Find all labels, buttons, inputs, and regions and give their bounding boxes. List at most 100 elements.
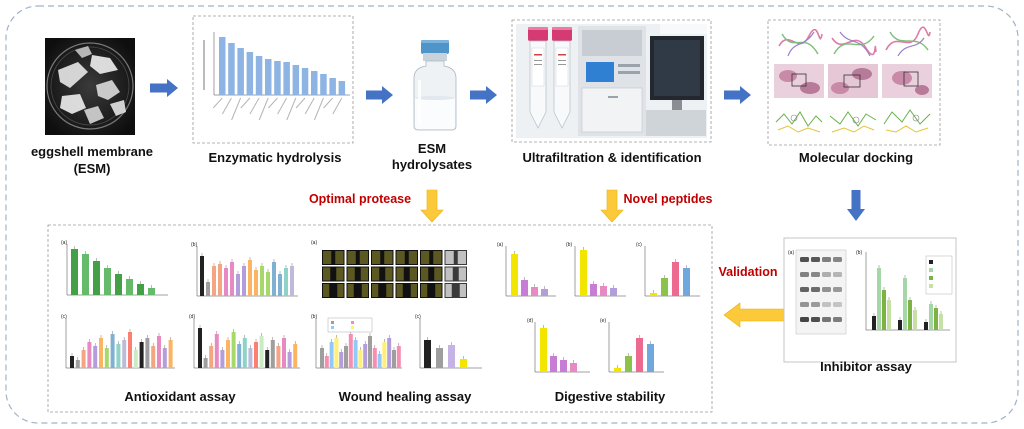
blot-band <box>822 257 831 262</box>
wound-image-edge <box>409 267 417 281</box>
hydrolysates-label-line1: ESM <box>417 141 447 156</box>
panel-letter: (b) <box>566 242 572 248</box>
wound-image-edge <box>396 251 405 264</box>
mini-bar <box>329 78 336 95</box>
molecular-docking-label: Molecular docking <box>798 150 914 165</box>
digestive-chart-e <box>608 322 664 373</box>
mini-bar <box>872 316 876 330</box>
docking-structure-2 <box>831 31 877 57</box>
arrow-down-icon <box>420 189 444 223</box>
tick-label-mark <box>295 97 306 109</box>
hydrolysis-chart-frame <box>192 15 354 144</box>
mini-bar <box>242 266 246 296</box>
mini-bar <box>882 290 886 330</box>
mini-legend <box>327 317 373 333</box>
mini-bar <box>168 340 173 368</box>
ultrafiltration-photo <box>516 24 707 138</box>
mini-bar <box>278 274 282 296</box>
mini-bar <box>610 288 617 296</box>
tick-label-mark <box>323 97 333 109</box>
hydrolysate-vial <box>413 40 457 131</box>
wound-image-edge <box>385 267 393 281</box>
mini-bar <box>560 360 567 372</box>
eggshell-membrane-photo <box>45 38 135 135</box>
panel-letter: (a) <box>61 240 67 246</box>
mini-bar <box>329 342 334 368</box>
mini-bar <box>145 338 150 368</box>
outer-frame <box>5 5 1019 424</box>
blot-band <box>833 257 842 262</box>
mini-bar <box>75 360 80 368</box>
blot-band <box>811 287 820 292</box>
tick-label-mark <box>332 97 343 115</box>
mini-bar <box>436 348 443 368</box>
digestive-chart-d <box>534 322 590 373</box>
docking-surface-3 <box>882 64 932 98</box>
mini-bar <box>424 340 431 368</box>
inhibitor-chart-b <box>865 252 950 331</box>
tick-label-mark <box>304 97 315 115</box>
wound-image-edge <box>372 267 380 281</box>
blot-band <box>822 302 831 307</box>
mini-bar <box>219 37 226 95</box>
wound-image-edge <box>386 284 393 297</box>
arrow-down-icon <box>600 189 624 223</box>
blot-band <box>833 317 842 322</box>
mini-bar <box>541 289 548 296</box>
panel-letter: (b) <box>191 242 197 248</box>
blot-band <box>800 302 809 307</box>
blot-band <box>822 272 831 277</box>
antioxidant-chart-c <box>65 318 175 369</box>
mini-bar <box>293 344 298 368</box>
digestive-chart-a <box>505 246 556 297</box>
tick-label-mark <box>277 97 288 115</box>
tick-label-mark <box>212 97 223 109</box>
mini-bar <box>625 356 632 372</box>
mini-bar <box>237 344 242 368</box>
wound-image-edge <box>459 284 466 297</box>
mini-bar <box>99 338 103 368</box>
mini-legend-swatch <box>351 326 354 329</box>
mini-bar <box>224 268 228 296</box>
mini-bar <box>236 274 240 296</box>
mini-bar <box>580 250 587 296</box>
panel-letter: (a) <box>311 240 317 246</box>
wound-image-edge <box>421 284 428 297</box>
mini-bar <box>265 59 272 95</box>
mini-bar <box>81 350 86 368</box>
wound-image-edge <box>323 284 330 297</box>
mini-bar <box>272 262 276 296</box>
mini-bar <box>162 348 167 368</box>
wound-image-edge <box>434 267 442 281</box>
mini-bar <box>248 348 253 368</box>
mini-bar <box>226 340 230 368</box>
arrow-left-icon <box>723 302 789 328</box>
panel-letter: (a) <box>788 250 794 256</box>
mini-bar <box>320 348 324 368</box>
panel-letter: (b) <box>856 250 862 256</box>
docking-structure-3 <box>885 26 931 57</box>
digestive-stability-label: Digestive stability <box>554 389 666 404</box>
optimal-protease-label: Optimal protease <box>308 192 412 206</box>
tick-label-mark <box>313 97 324 121</box>
mini-bar <box>387 338 392 368</box>
mini-legend-swatch <box>331 321 334 324</box>
mini-bar <box>392 350 396 368</box>
mini-bar <box>363 344 368 368</box>
mini-bar <box>104 268 111 295</box>
mini-bar <box>93 261 100 295</box>
mini-bar <box>137 284 144 295</box>
novel-peptides-label: Novel peptides <box>623 192 713 206</box>
hydrolysates-label: ESM hydrolysates <box>382 141 482 173</box>
mini-legend-swatch <box>331 326 334 329</box>
mini-bar <box>396 346 401 368</box>
panel-letter: (b) <box>311 314 317 320</box>
tick-label-mark <box>268 97 278 109</box>
mini-bar <box>209 346 214 368</box>
mini-bar <box>115 274 122 295</box>
hydrolysates-label-line2: hydrolysates <box>391 157 473 172</box>
wound-healing-assay-label: Wound healing assay <box>338 389 472 404</box>
panel-letter: (a) <box>497 242 503 248</box>
mini-bar <box>320 74 327 95</box>
mini-bar <box>672 262 679 296</box>
